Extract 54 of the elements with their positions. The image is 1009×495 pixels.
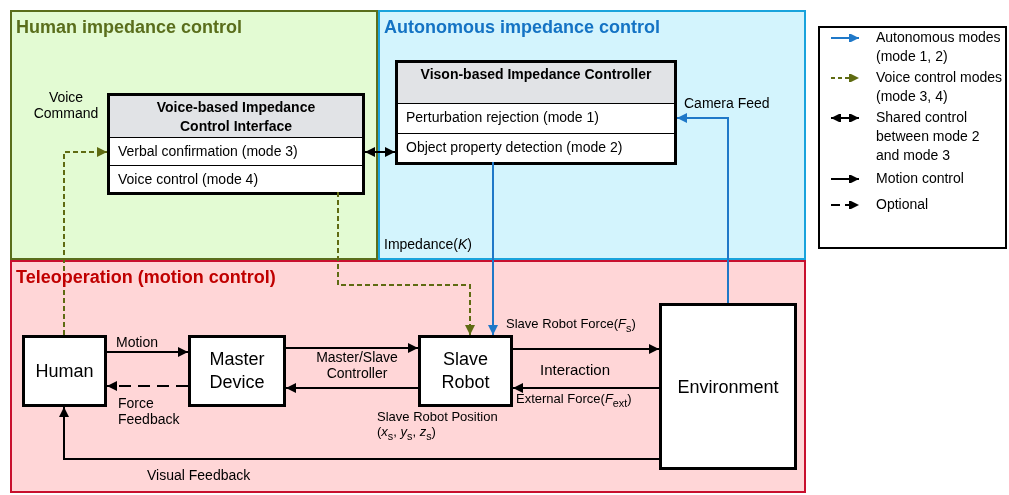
process-box [188, 335, 286, 407]
controller-box [107, 93, 365, 195]
position-caption: Slave Robot Position (x$_{s}$, y$_{s}$, z$_{s}$) [377, 410, 499, 442]
arrow [63, 147, 108, 336]
mode-row [110, 165, 362, 192]
arrow [337, 191, 475, 336]
edge-label: Motion [116, 334, 160, 351]
edge-label: Slave Robot Force(F$_{s}$) [506, 317, 637, 335]
box-label: Slave Robot [440, 348, 491, 394]
edge-label: External Force(F$_{ext}$) [516, 392, 633, 410]
region-panel [378, 10, 806, 260]
arrow [488, 161, 498, 336]
process-box [418, 335, 513, 407]
arrow [106, 347, 189, 357]
edge-label: Voice Command [32, 89, 100, 122]
region-title: Teleoperation (motion control) [15, 266, 276, 288]
flow-label: Interaction [540, 361, 612, 379]
box-heading: Vison-based Impedance Controller [419, 65, 653, 84]
process-box [659, 303, 797, 470]
legend-text: Voice control modes (mode 3, 4) [876, 68, 1004, 106]
arrow [285, 343, 419, 353]
arrow [285, 383, 419, 393]
edge-label: Force Feedback [118, 395, 181, 428]
flow-label: Master/Slave Controller [315, 349, 399, 382]
edge-label: Visual Feedback [147, 467, 252, 484]
region-title: Autonomous impedance control [383, 16, 660, 38]
mode-row [398, 133, 674, 162]
region-title: Human impedance control [15, 16, 243, 38]
box-heading: Voice-based Impedance Control Interface [155, 98, 317, 135]
arrow [512, 383, 660, 393]
legend-text: Optional [876, 195, 930, 214]
edge-label: Camera Feed [684, 95, 771, 112]
arrow [106, 381, 189, 391]
box-label: Master Device [208, 348, 266, 394]
legend-text: Autonomous modes (mode 1, 2) [876, 28, 1002, 66]
process-box [22, 335, 107, 407]
box-label: Environment [676, 375, 780, 398]
region-panel [10, 260, 806, 493]
mode-text: Voice control (mode 4) [117, 170, 259, 187]
mode-text: Perturbation rejection (mode 1) [405, 108, 599, 125]
controller-box [395, 60, 677, 165]
mode-text: Object property detection (mode 2) [405, 138, 623, 155]
edge-label: Impedance(K) [384, 236, 473, 253]
mode-row [110, 137, 362, 165]
mode-row [398, 103, 674, 133]
box-label: Human [34, 359, 95, 383]
arrow [59, 406, 660, 460]
arrow [676, 113, 729, 304]
legend-text: Shared control between mode 2 and mode 3 [876, 108, 981, 165]
legend-text: Motion control [876, 169, 965, 188]
mode-text: Verbal confirmation (mode 3) [117, 142, 298, 159]
arrow [512, 344, 660, 354]
region-panel [10, 10, 378, 260]
arrow [364, 147, 396, 157]
